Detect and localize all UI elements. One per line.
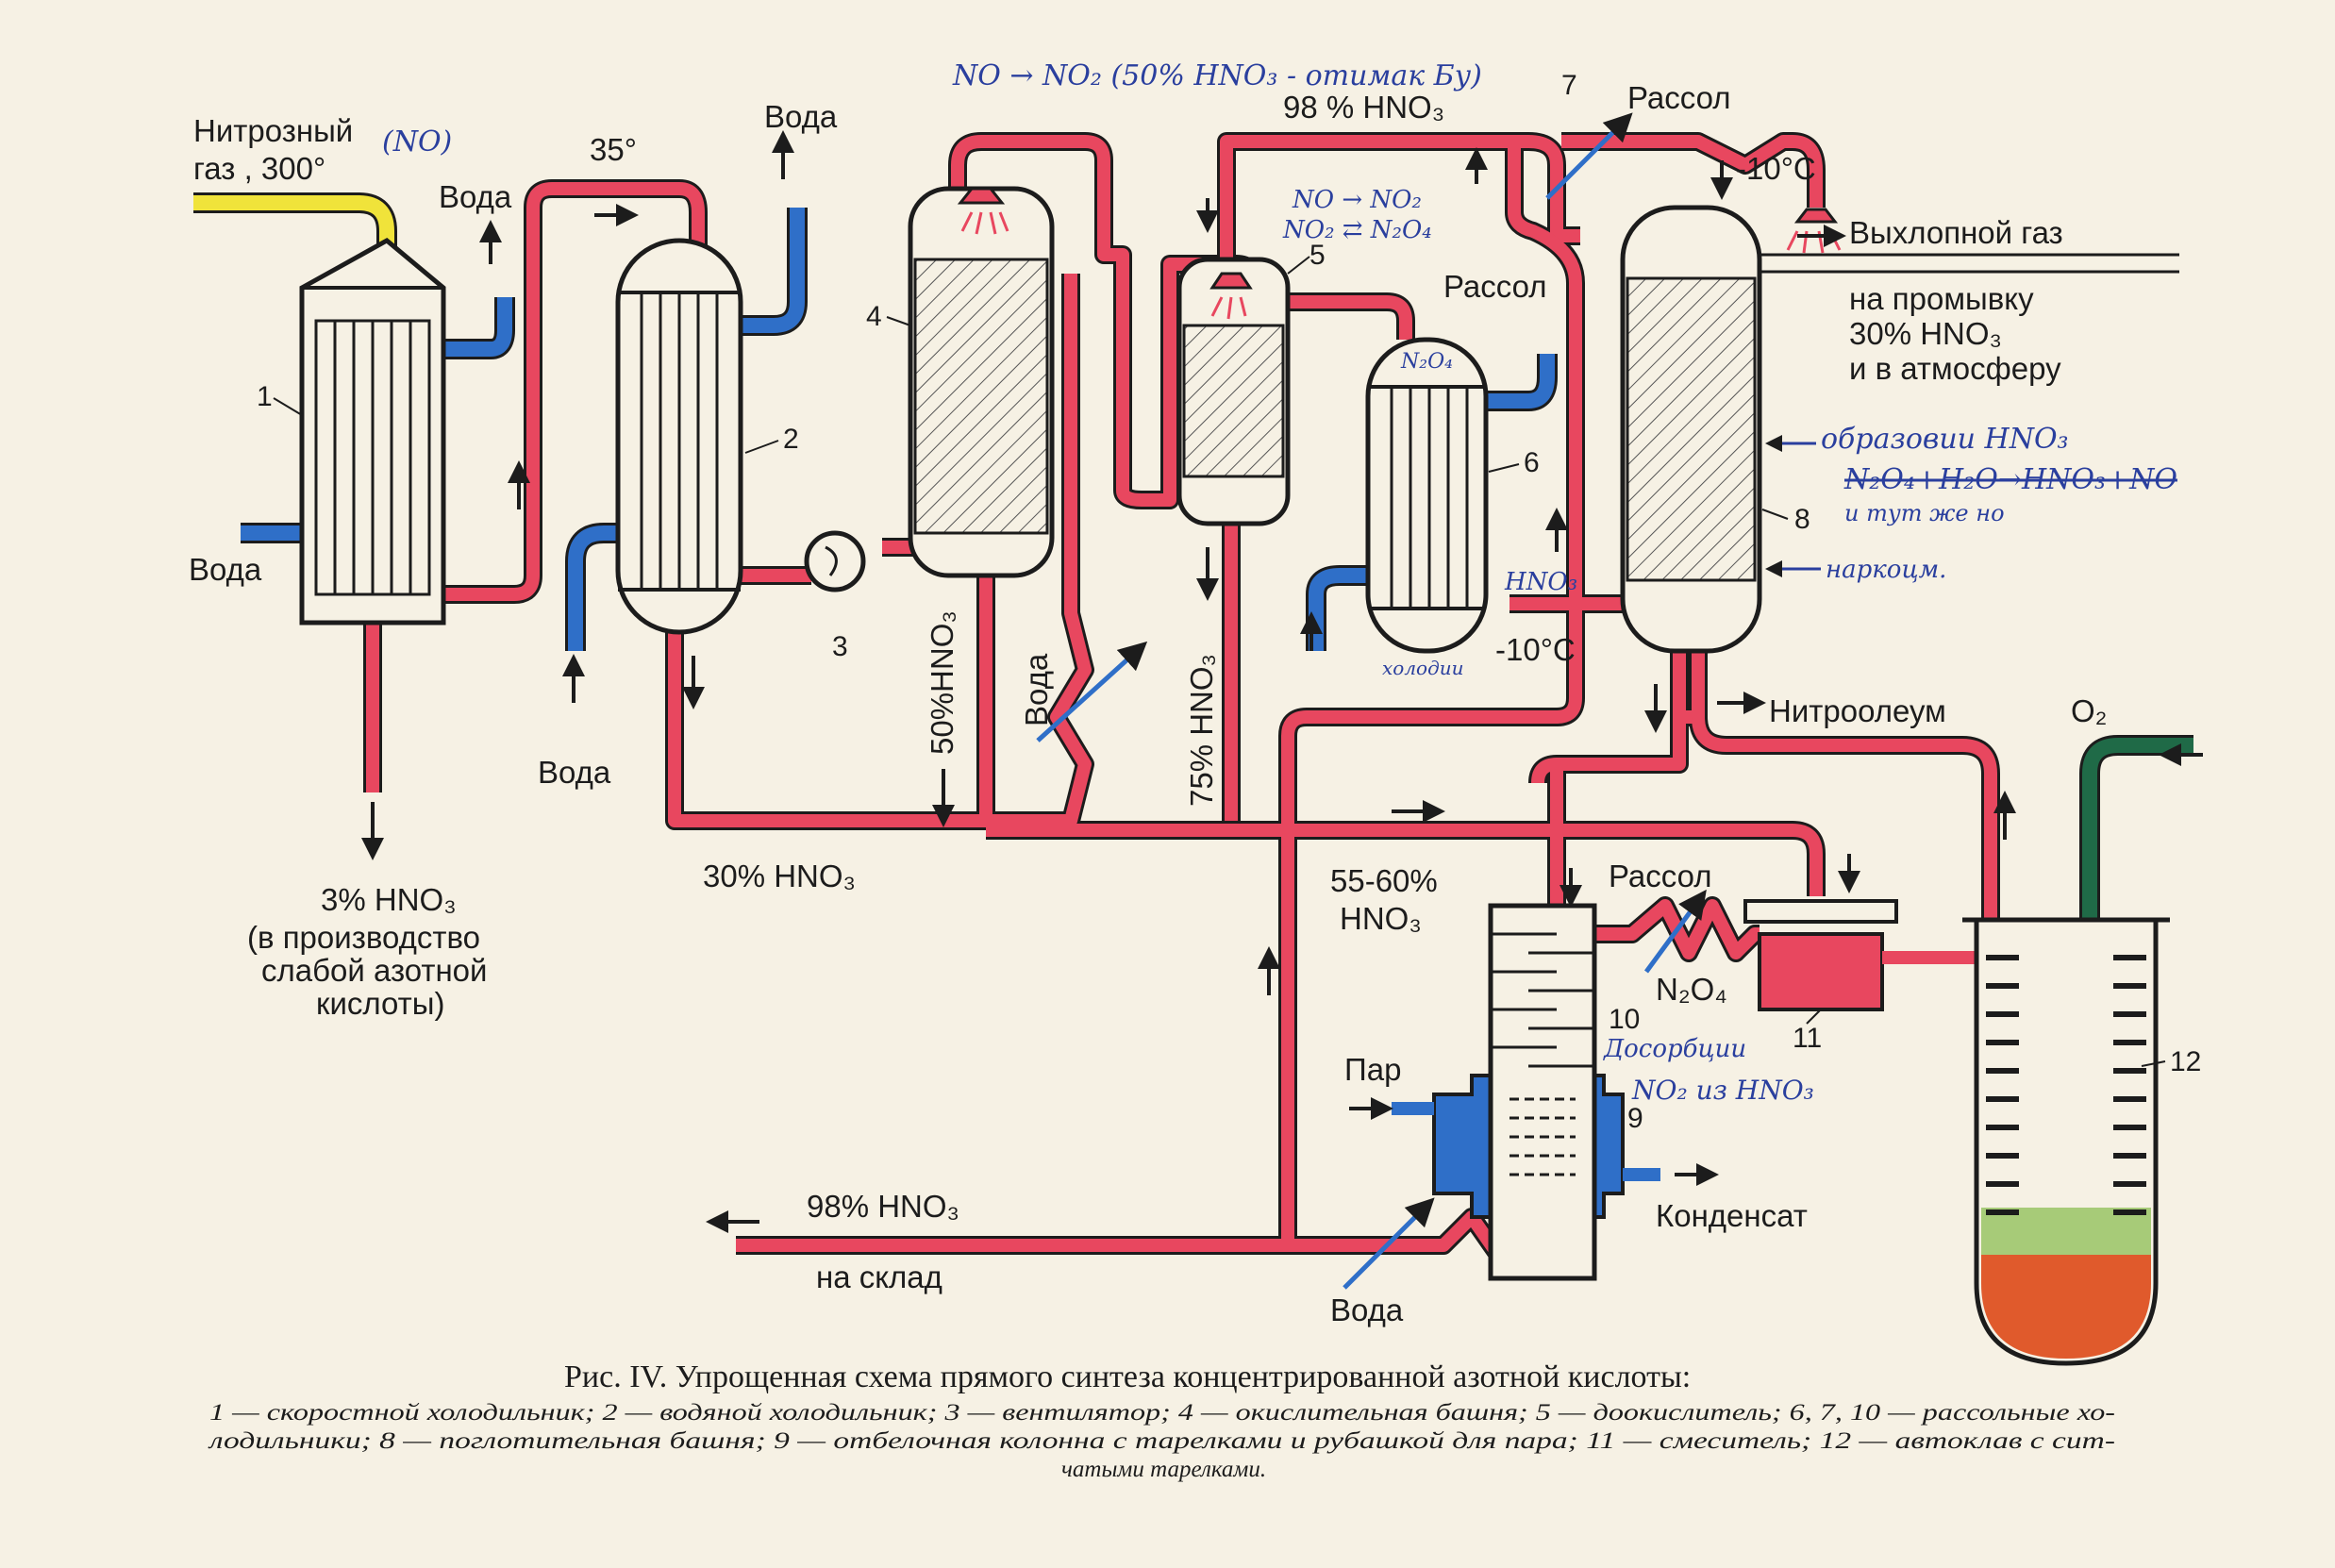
label-brine-7: Рассол xyxy=(1627,80,1731,115)
label-steam: Пар xyxy=(1344,1052,1401,1087)
label-temp-35: 35° xyxy=(590,132,637,167)
label-acid-3: 3% HNO₃ xyxy=(321,882,457,917)
label-nitrous-gas-temp: газ , 300° xyxy=(193,151,325,186)
label-acid-55-60: 55-60% xyxy=(1330,863,1438,898)
label-acid-98-out: 98% HNO₃ xyxy=(807,1189,959,1224)
handwritten-arrows xyxy=(1765,435,1821,577)
hw-ox-2: NO₂ ⇄ N₂O₄ xyxy=(1282,216,1432,244)
hw-top-note: NO → NO₂ (50% HNO₃ - отимак Бу) xyxy=(952,59,1482,92)
hw-absorb-2: N₂O₄+H₂O→HNO₃+NO xyxy=(1843,463,2177,496)
label-water-4: Вода xyxy=(1019,653,1054,726)
label-to-storage: на склад xyxy=(816,1259,942,1294)
label-brine-6: Рассол xyxy=(1443,269,1547,304)
hw-absorb-3: и тут же но xyxy=(1844,500,2005,526)
equipment-numbers: 1 2 3 4 5 6 7 8 9 10 11 12 xyxy=(257,70,2201,1134)
label-oxygen: O₂ xyxy=(2071,693,2107,728)
label-nitrooleum: Нитроолеум xyxy=(1769,693,1946,728)
label-acid-98-top: 98 % HNO₃ xyxy=(1283,90,1444,125)
label-condensate: Конденсат xyxy=(1656,1198,1808,1233)
post-oxidizer-5 xyxy=(1176,257,1291,526)
hw-bleach-1: Досорбции xyxy=(1603,1035,1746,1063)
hw-n2o4-tag: N₂O₄ xyxy=(1400,350,1453,374)
label-temp-minus10: -10°C xyxy=(1736,151,1816,186)
water-cooler-2 xyxy=(615,238,743,635)
hw-ox-1: NO → NO₂ xyxy=(1292,186,1422,214)
label-temp-minus10-b: -10°С xyxy=(1495,632,1576,667)
caption-title: Рис. IV. Упрощенная схема прямого синтез… xyxy=(564,1359,1691,1394)
hw-no: (NO) xyxy=(382,125,452,158)
label-acid-55-60-b: HNO₃ xyxy=(1340,901,1422,936)
label-water-1-out: Вода xyxy=(439,179,512,214)
figure-caption: Рис. IV. Упрощенная схема прямого синтез… xyxy=(207,1359,2115,1482)
number-3: 3 xyxy=(832,631,848,662)
number-5: 5 xyxy=(1309,240,1326,271)
label-acid-30: 30% HNO₃ xyxy=(703,859,856,893)
number-8: 8 xyxy=(1794,504,1810,535)
fast-cooler-1 xyxy=(299,237,446,626)
label-n2o4: N₂O₄ xyxy=(1656,972,1727,1007)
label-acid-50: 50%HNO₃ xyxy=(925,610,959,755)
number-6: 6 xyxy=(1524,447,1540,478)
printed-labels: Нитрозный газ , 300° Вода Вода 35° Вода … xyxy=(189,80,2107,1327)
absorption-tower-8 xyxy=(1620,205,1842,654)
hw-cold: холодии xyxy=(1382,657,1464,679)
number-1: 1 xyxy=(257,381,273,412)
exchanger-arrows xyxy=(1036,112,1707,1290)
label-to-atmosphere: и в атмосферу xyxy=(1849,351,2061,386)
label-acid-75: 75% HNO₃ xyxy=(1184,654,1219,807)
hw-absorb-1: образовии HNO₃ xyxy=(1821,423,2069,456)
number-11: 11 xyxy=(1793,1023,1822,1054)
label-exhaust-gas: Выхлопной газ xyxy=(1849,215,2063,250)
flow-arrows xyxy=(361,130,2203,1233)
number-4: 4 xyxy=(866,301,882,332)
label-nitrous-gas: Нитрозный xyxy=(193,113,353,148)
handwritten-notes: (NO) NO → NO₂ (50% HNO₃ - отимак Бу) NO … xyxy=(382,59,2177,1106)
label-water-2-in: Вода xyxy=(538,755,611,790)
water-pipes xyxy=(241,208,1558,651)
number-7: 7 xyxy=(1561,70,1577,101)
number-9: 9 xyxy=(1627,1103,1643,1134)
number-12: 12 xyxy=(2170,1046,2201,1077)
oxidation-tower-4 xyxy=(908,186,1055,578)
caption-line3: чатыми тарелками. xyxy=(1061,1457,1266,1482)
brine-cooler-6 xyxy=(1365,337,1489,654)
number-leaders xyxy=(273,256,2166,1067)
autoclave-12 xyxy=(1962,917,2170,1366)
label-to-wash: на промывку xyxy=(1849,281,2034,316)
label-brine-10: Рассол xyxy=(1609,859,1712,893)
label-acid-30-wash: 30% HNO₃ xyxy=(1849,316,2002,351)
hw-absorb-4: наркоцм. xyxy=(1826,556,1946,584)
number-10: 10 xyxy=(1609,1004,1640,1035)
label-water-9: Вода xyxy=(1330,1293,1404,1327)
label-water-1-in: Вода xyxy=(189,552,262,587)
caption-line1: 1 — скоростной холодильник; 2 — водяной … xyxy=(209,1400,2115,1426)
bleaching-column-9 xyxy=(1392,903,1660,1281)
fan-3 xyxy=(804,530,866,592)
number-2: 2 xyxy=(783,424,799,455)
hw-bleach-2: NO₂ из HNO₃ xyxy=(1631,1075,1814,1106)
label-acid-3-note2: слабой азотной xyxy=(261,953,487,988)
label-acid-3-note1: (в производство xyxy=(247,920,480,955)
hw-hno3-tag: HNO₃ xyxy=(1504,568,1577,596)
label-water-2-out: Вода xyxy=(764,99,838,134)
label-acid-3-note3: кислоты) xyxy=(316,986,444,1021)
caption-line2: лодильники; 8 — поглотительная башня; 9 … xyxy=(207,1428,2115,1454)
